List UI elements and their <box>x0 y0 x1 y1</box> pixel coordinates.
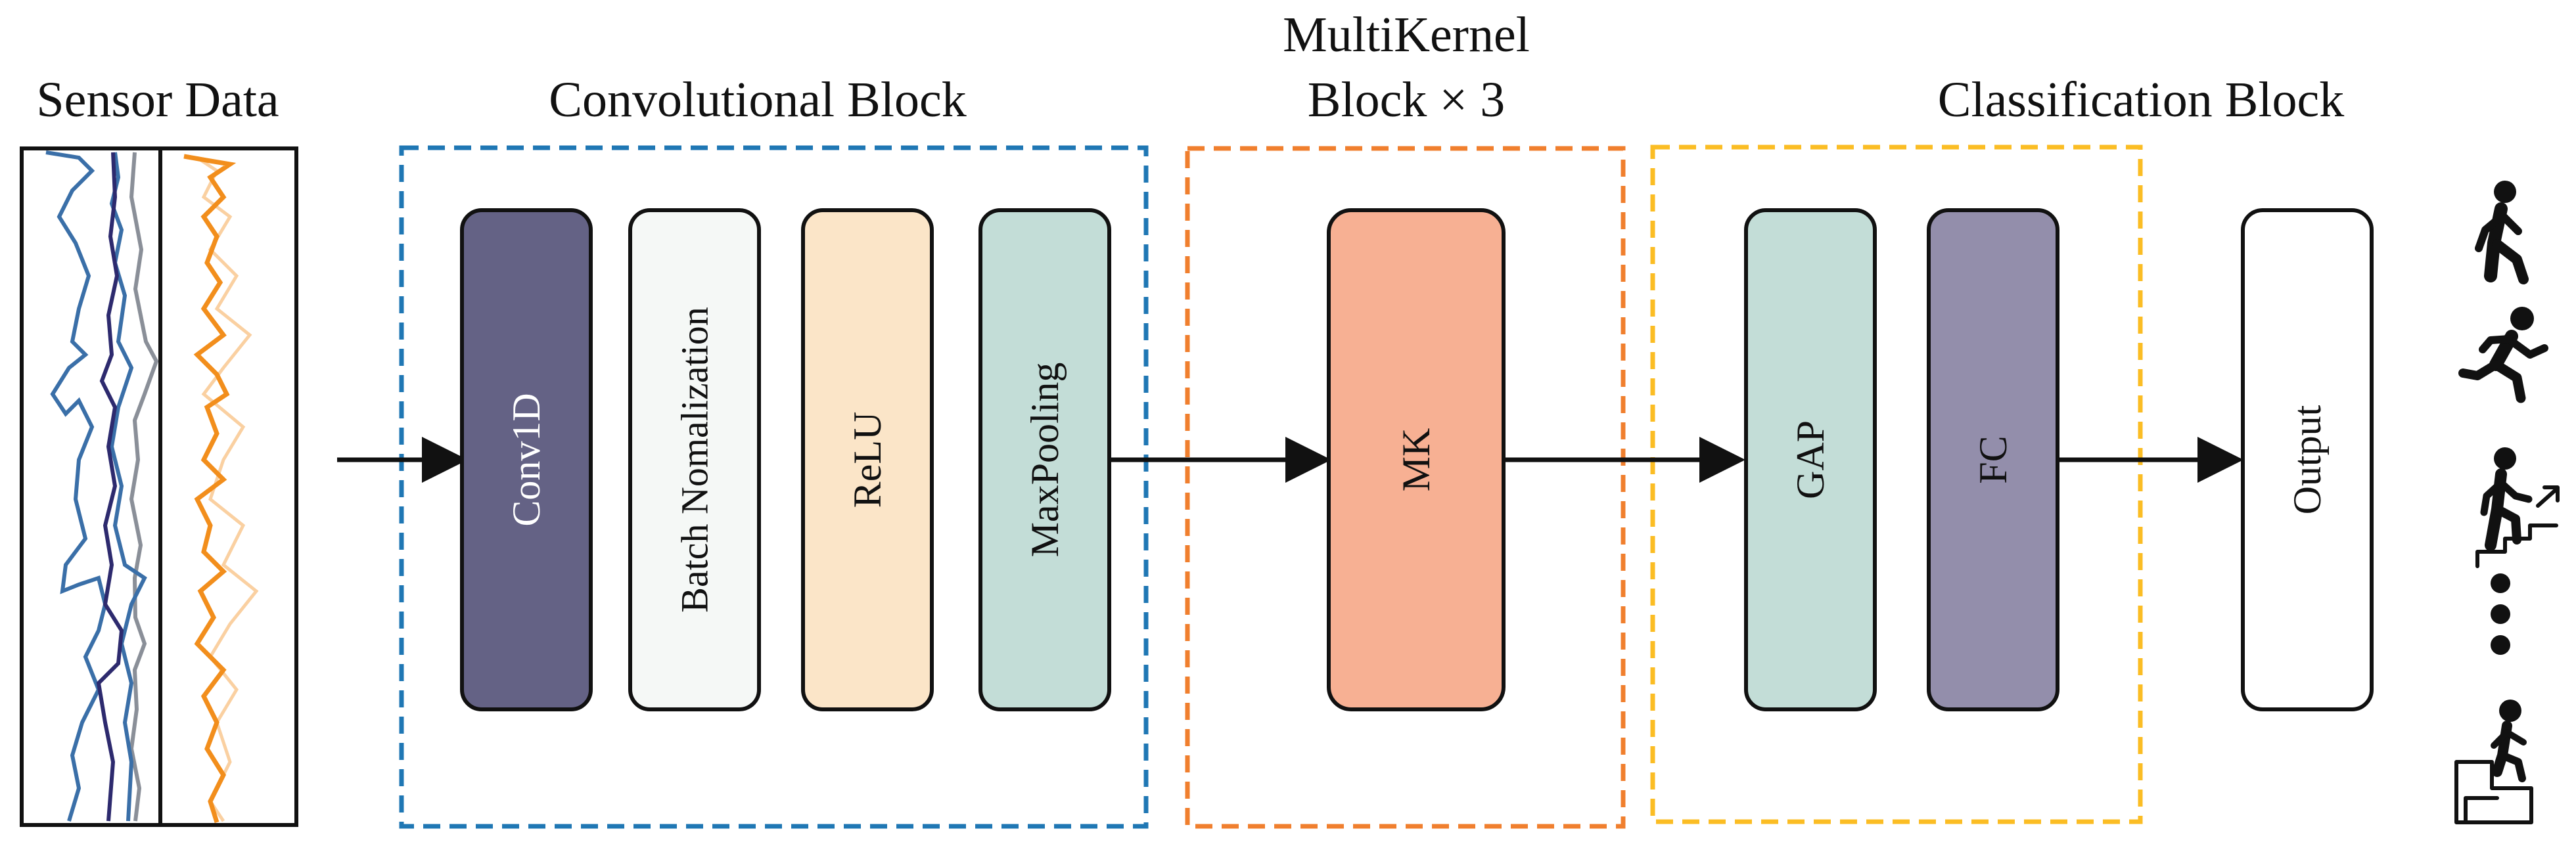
layer-maxpooling-label: MaxPooling <box>1023 363 1067 558</box>
sensor-signal-blue-2 <box>109 152 147 822</box>
multikernel-title-line2: Block × 3 <box>1308 72 1505 127</box>
layer-fc: FC <box>1927 208 2059 711</box>
sensor-signal-navy <box>96 152 124 822</box>
sensor-signal-orange <box>183 154 237 824</box>
layer-conv1d: Conv1D <box>460 208 593 711</box>
layer-gap-label: GAP <box>1789 420 1832 499</box>
conv-block-title: Convolutional Block <box>549 72 966 127</box>
layer-maxpooling: MaxPooling <box>978 208 1111 711</box>
stairs-up-icon <box>2475 447 2560 568</box>
layer-gap: GAP <box>1744 208 1877 711</box>
layer-output-label: Output <box>2286 405 2329 514</box>
running-icon <box>2458 307 2548 403</box>
layer-fc-label: FC <box>1971 435 2015 483</box>
ellipsis-icon <box>2491 573 2510 655</box>
conv-block-box <box>399 145 1149 829</box>
classification-block-box <box>1650 145 2143 824</box>
layer-mk: MK <box>1327 208 1506 711</box>
multikernel-title-line1: MultiKernel <box>1283 7 1530 62</box>
walking-icon <box>2475 181 2529 284</box>
multikernel-block-box <box>1185 146 1626 829</box>
layer-output: Output <box>2241 208 2374 711</box>
layer-batch-normalization: Batch Nomalization <box>628 208 761 711</box>
layer-mk-label: MK <box>1394 428 1438 492</box>
stairs-down-icon <box>2454 700 2533 824</box>
sensor-signal-gray <box>129 152 159 822</box>
layer-relu: ReLU <box>801 208 934 711</box>
layer-conv1d-label: Conv1D <box>505 393 548 526</box>
layer-relu-label: ReLU <box>846 412 889 508</box>
classification-block-title: Classification Block <box>1938 72 2344 127</box>
sensor-data-panel <box>20 146 298 827</box>
layer-batch-normalization-label: Batch Nomalization <box>674 307 716 612</box>
sensor-data-title: Sensor Data <box>36 72 279 127</box>
sensor-signal-blue <box>45 150 108 822</box>
